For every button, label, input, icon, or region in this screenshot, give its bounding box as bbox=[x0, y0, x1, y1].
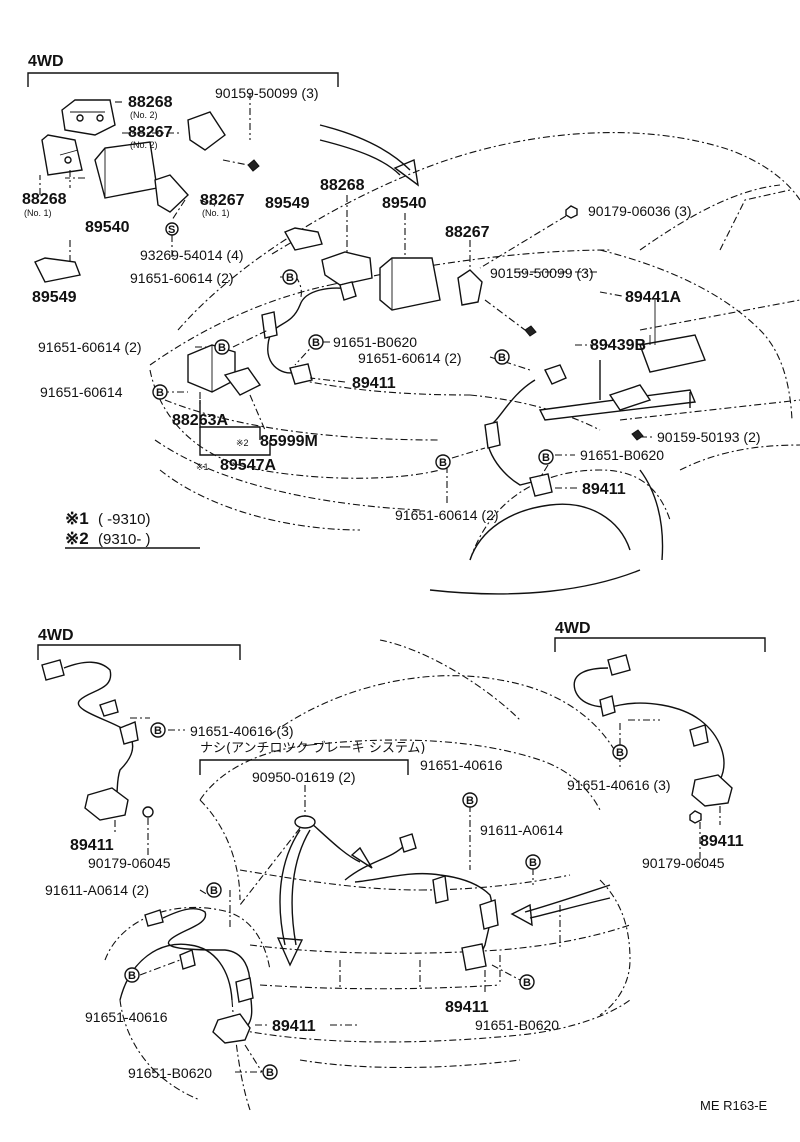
top-labels: 90159-50099 (3) 88268 (No. 2) 88267 (No.… bbox=[22, 85, 761, 523]
label-89411-f: 89411 bbox=[445, 999, 489, 1016]
bottom-center-harness bbox=[344, 805, 534, 995]
bottom-right-4wd-inset: 4WD bbox=[554, 620, 766, 824]
b-symbol-6: B bbox=[542, 452, 550, 464]
label-91651-b0620-a: 91651-B0620 bbox=[333, 334, 417, 350]
label-88267-b: 88267 bbox=[445, 224, 490, 241]
bottom-left-harness bbox=[139, 889, 270, 1073]
label-91651-b0620-d: 91651-B0620 bbox=[128, 1065, 212, 1081]
label-90159-50099-a: 90159-50099 (3) bbox=[215, 85, 319, 101]
top-b-symbols: B B B B B B B bbox=[152, 269, 554, 470]
label-no1-a: (No. 1) bbox=[24, 208, 52, 218]
b-symbol-14: B bbox=[523, 977, 531, 989]
label-89549-b: 89549 bbox=[265, 195, 310, 212]
label-85999m: 85999M bbox=[260, 433, 318, 450]
abs-note-text: ナシ(アンチロツク ブレーキ システム) bbox=[200, 740, 426, 756]
label-88268-b: 88268 bbox=[320, 177, 365, 194]
b-symbol-1: B bbox=[286, 272, 294, 284]
label-89411-c: 89411 bbox=[70, 837, 114, 854]
label-88267-no1: 88267 bbox=[200, 192, 245, 209]
label-91651-60614-b: 91651-60614 (2) bbox=[38, 339, 142, 355]
label-91651-40616-c: 91651-40616 (3) bbox=[567, 777, 671, 793]
label-90950-01619: 90950-01619 (2) bbox=[252, 769, 356, 785]
label-89540-b: 89540 bbox=[382, 195, 427, 212]
bottom-car-body bbox=[104, 639, 631, 1111]
note2-mark: ※2 bbox=[65, 529, 89, 548]
top-4wd-label: 4WD bbox=[28, 53, 64, 70]
footer-code: ME R163-E bbox=[700, 1098, 768, 1113]
b-symbol-12: B bbox=[210, 885, 218, 897]
b-symbol-15: B bbox=[266, 1067, 274, 1079]
label-90179-06036: 90179-06036 (3) bbox=[588, 203, 692, 219]
b-symbol-11: B bbox=[529, 857, 537, 869]
label-91651-60614-d: 91651-60614 bbox=[40, 384, 123, 400]
label-89547a: 89547A bbox=[220, 457, 276, 474]
top-4wd-bracket: 4WD bbox=[27, 53, 339, 87]
label-no1-b: (No. 1) bbox=[202, 208, 230, 218]
label-91611-a0614-b: 91611-A0614 (2) bbox=[45, 882, 149, 898]
label-91651-40616-d: 91651-40616 bbox=[85, 1009, 168, 1025]
label-91651-b0620-b: 91651-B0620 bbox=[580, 447, 664, 463]
b-symbol-10: B bbox=[466, 795, 474, 807]
label-91651-60614-a: 91651-60614 (2) bbox=[130, 270, 234, 286]
note2-range: (9310- ) bbox=[98, 531, 151, 548]
label-88267-no2: 88267 bbox=[128, 124, 173, 141]
label-89411-a: 89411 bbox=[352, 375, 396, 392]
label-89411-d: 89411 bbox=[700, 833, 744, 850]
label-no2-b: (No. 2) bbox=[130, 140, 158, 150]
label-88263a: 88263A bbox=[172, 412, 228, 429]
label-89411-b: 89411 bbox=[582, 481, 626, 498]
top-left-components: S bbox=[34, 99, 260, 283]
label-90179-06045-b: 90179-06045 bbox=[642, 855, 725, 871]
label-no2-a: (No. 2) bbox=[130, 110, 158, 120]
b-symbol-3: B bbox=[312, 337, 320, 349]
b-symbol-2: B bbox=[218, 342, 226, 354]
label-91651-60614-c: 91651-60614 (2) bbox=[358, 350, 462, 366]
abs-note: ナシ(アンチロツク ブレーキ システム) bbox=[199, 740, 426, 775]
b-symbol-9: B bbox=[616, 747, 624, 759]
b-symbol-7: B bbox=[439, 457, 447, 469]
model-range-notes: ※1 ( -9310) ※2 (9310- ) bbox=[65, 509, 200, 549]
label-90159-50099-b: 90159-50099 (3) bbox=[490, 265, 594, 281]
b-symbol-13: B bbox=[128, 970, 136, 982]
label-93269: 93269-54014 (4) bbox=[140, 247, 244, 263]
b-symbol-4: B bbox=[156, 387, 164, 399]
label-91651-40616-a: 91651-40616 (3) bbox=[190, 723, 294, 739]
bottom-right-4wd-label: 4WD bbox=[555, 620, 591, 637]
bottom-labels: 91651-40616 (3) 91651-40616 90950-01619 … bbox=[45, 723, 768, 1113]
s-washer-symbol: S bbox=[168, 224, 175, 236]
bottom-leader-lines bbox=[114, 729, 721, 1026]
label-89411-e: 89411 bbox=[272, 1018, 316, 1035]
label-91651-40616-b: 91651-40616 bbox=[420, 757, 503, 773]
label-91611-a0614-a: 91611-A0614 bbox=[480, 822, 563, 838]
label-89549-a: 89549 bbox=[32, 289, 77, 306]
label-89441a: 89441A bbox=[625, 289, 681, 306]
label-89439b: 89439B bbox=[590, 337, 646, 354]
label-91651-b0620-c: 91651-B0620 bbox=[475, 1017, 559, 1033]
mark2-inline: ※2 bbox=[236, 438, 249, 448]
label-90159-50193: 90159-50193 (2) bbox=[657, 429, 761, 445]
note1-range: ( -9310) bbox=[98, 511, 151, 528]
top-center-components bbox=[187, 195, 706, 497]
label-91651-60614-e: 91651-60614 (2) bbox=[395, 507, 499, 523]
label-88268-no2: 88268 bbox=[128, 94, 173, 111]
top-car-body bbox=[149, 124, 800, 595]
b-symbol-5: B bbox=[498, 352, 506, 364]
bottom-b-symbols: B B B B B B B B bbox=[124, 722, 628, 1080]
bottom-left-4wd-inset: 4WD bbox=[37, 627, 241, 821]
label-88268-no1: 88268 bbox=[22, 191, 67, 208]
label-89540-a: 89540 bbox=[85, 219, 130, 236]
b-symbol-8: B bbox=[154, 725, 162, 737]
label-90179-06045-a: 90179-06045 bbox=[88, 855, 171, 871]
mark1-inline: ※1 bbox=[196, 462, 209, 472]
note1-mark: ※1 bbox=[65, 509, 89, 528]
bottom-left-4wd-label: 4WD bbox=[38, 627, 74, 644]
